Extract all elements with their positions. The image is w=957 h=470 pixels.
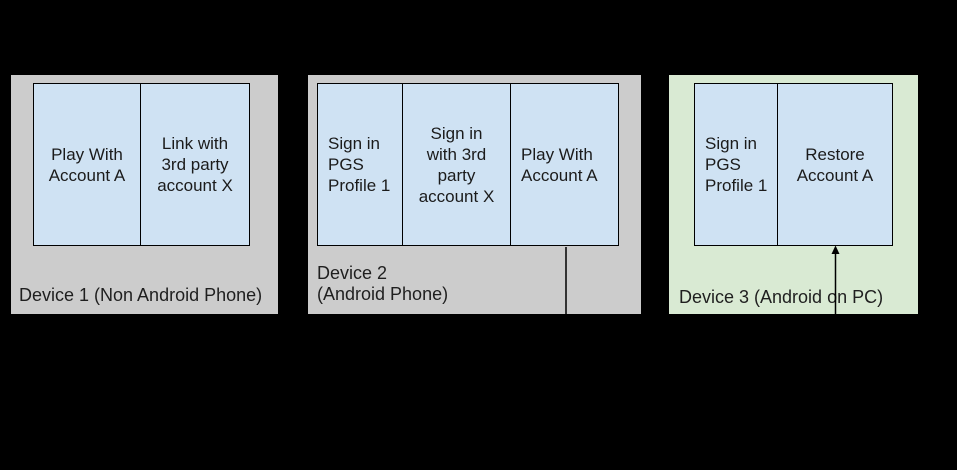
device-1-label: Device 1 (Non Android Phone) — [19, 285, 263, 305]
device-3-panel: Sign in PGS Profile 1 Restore Account A … — [669, 75, 918, 314]
step-sign-in-pgs-profile-1: Sign in PGS Profile 1 — [694, 83, 778, 246]
step-label: Play With Account A — [48, 144, 126, 185]
step-label: Restore Account A — [796, 144, 874, 185]
device-1-panel: Play With Account A Link with 3rd party … — [11, 75, 278, 314]
step-play-with-account-a: Play With Account A — [33, 83, 141, 246]
device-2-panel: Sign in PGS Profile 1 Sign in with 3rd p… — [308, 75, 641, 314]
step-sign-in-pgs-profile-1: Sign in PGS Profile 1 — [317, 83, 403, 246]
device-2-steps-row: Sign in PGS Profile 1 Sign in with 3rd p… — [317, 83, 619, 246]
step-label: Play With Account A — [521, 144, 598, 185]
device-3-label: Device 3 (Android on PC) — [679, 287, 884, 307]
step-restore-account-a: Restore Account A — [778, 83, 893, 246]
device-1-steps-row: Play With Account A Link with 3rd party … — [33, 83, 250, 246]
step-link-3rd-party-account-x: Link with 3rd party account X — [141, 83, 250, 246]
step-label: Sign in with 3rd party account X — [418, 123, 495, 206]
step-label: Link with 3rd party account X — [157, 134, 233, 195]
device-2-label: Device 2 (Android Phone) — [317, 263, 449, 304]
step-sign-in-3rd-party-account-x: Sign in with 3rd party account X — [403, 83, 511, 246]
step-label: Sign in PGS Profile 1 — [328, 134, 391, 195]
step-label: Sign in PGS Profile 1 — [705, 134, 768, 195]
step-play-with-account-a: Play With Account A — [511, 83, 619, 246]
device-3-steps-row: Sign in PGS Profile 1 Restore Account A — [694, 83, 893, 246]
